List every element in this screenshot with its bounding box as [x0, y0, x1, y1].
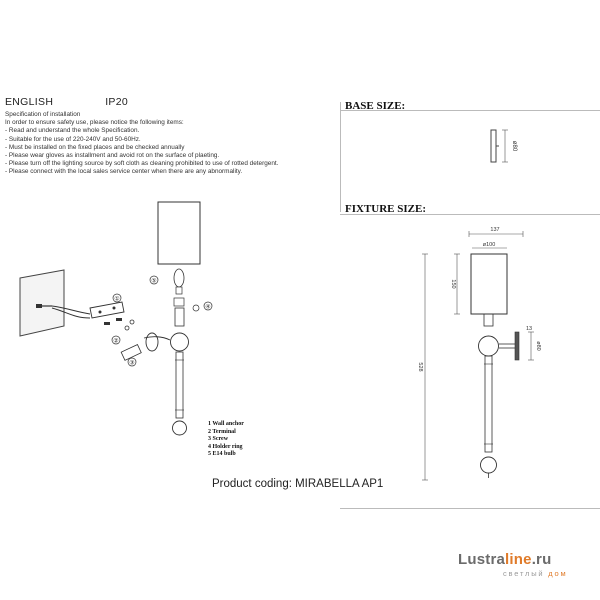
spec-line: - Please connect with the local sales se…	[5, 168, 243, 176]
legend-item: 5 E14 bulb	[208, 451, 236, 458]
lamp-socket	[174, 307, 185, 327]
lamp-stem	[175, 351, 184, 419]
fixture-globe	[478, 335, 499, 357]
wall-anchor-icon	[36, 304, 42, 308]
spec-line: - Suitable for the use of 220-240V and 5…	[5, 135, 141, 143]
shade-diameter-label: ø100	[483, 242, 496, 248]
right-column-divider	[340, 102, 341, 212]
specification-text: Specification of installation In order t…	[5, 111, 335, 177]
callout-3: ③	[129, 360, 134, 367]
brand-logo[interactable]: Lustraline.ru	[458, 551, 551, 568]
spec-line: - Please wear gloves as installment and …	[5, 152, 220, 160]
fixture-bottom-ball	[480, 456, 497, 474]
tagline-main: светлый	[503, 569, 549, 578]
product-coding: Product coding: MIRABELLA AP1	[212, 478, 384, 490]
brand-tagline: светлый дом	[503, 569, 567, 578]
callout-5: ⑤	[151, 278, 156, 285]
fixture-wall-plate	[514, 331, 520, 361]
base-plate-outline	[490, 129, 497, 163]
shade-height-label: 150	[450, 279, 456, 288]
fixture-shade	[470, 253, 508, 315]
logo-main: Lustra	[458, 551, 506, 568]
spec-line: Specification of installation	[5, 111, 81, 118]
fixture-size-title: FIXTURE SIZE:	[345, 203, 426, 215]
wire	[51, 305, 91, 315]
lamp-bottom-ball	[172, 420, 187, 436]
terminal-block	[120, 344, 142, 361]
callout-1: ①	[114, 296, 119, 303]
legend-item: 2 Terminal	[208, 428, 236, 435]
bulb-icon	[173, 268, 185, 288]
fixture-holder	[483, 313, 494, 327]
document-header: ENGLISH IP20	[5, 96, 128, 108]
spec-line: - Please turn off the lighting source by…	[5, 160, 279, 168]
tagline-accent: дом	[548, 569, 568, 578]
parts-legend: 1 Wall anchor 2 Terminal 3 Screw 4 Holde…	[208, 421, 244, 459]
spec-line: In order to ensure safety use, please no…	[5, 119, 184, 127]
total-width-label: 137	[490, 227, 499, 233]
base-size-drawing: ø80	[490, 129, 517, 163]
base-side-diameter-label: ø80	[535, 341, 541, 350]
spec-line: - Read and understand the whole Specific…	[5, 127, 140, 135]
logo-accent: line	[505, 551, 532, 568]
language-label: ENGLISH	[5, 96, 54, 108]
legend-item: 4 Holder ring	[208, 443, 243, 450]
base-diameter-label: ø80	[511, 141, 517, 152]
fixture-size-drawing: 137 ø100 528 150 13 ø80	[417, 227, 541, 481]
fixture-section-rule	[340, 214, 600, 215]
total-height-label: 528	[417, 362, 423, 371]
lamp-globe	[170, 332, 189, 352]
base-depth-label: 13	[526, 326, 532, 332]
spec-line: - Must be installed on the fixed places …	[5, 143, 185, 151]
holder-ring	[173, 297, 185, 307]
callout-4: ④	[205, 304, 210, 311]
lamp-shade	[157, 201, 201, 265]
screw-icon	[104, 322, 110, 325]
base-size-title: BASE SIZE:	[345, 100, 406, 112]
logo-suffix: .ru	[531, 551, 552, 568]
wall-panel	[19, 269, 65, 337]
ip-rating: IP20	[105, 96, 129, 108]
callout-2: ②	[113, 338, 118, 345]
fixture-stem	[484, 355, 493, 453]
installation-drawing: ① ② ③ ⑤ ④	[19, 201, 213, 436]
mounting-bracket	[89, 301, 125, 319]
base-section-rule	[340, 110, 600, 111]
legend-item: 3 Screw	[208, 436, 229, 443]
bottom-rule	[340, 508, 600, 509]
legend-item: 1 Wall anchor	[208, 421, 244, 427]
